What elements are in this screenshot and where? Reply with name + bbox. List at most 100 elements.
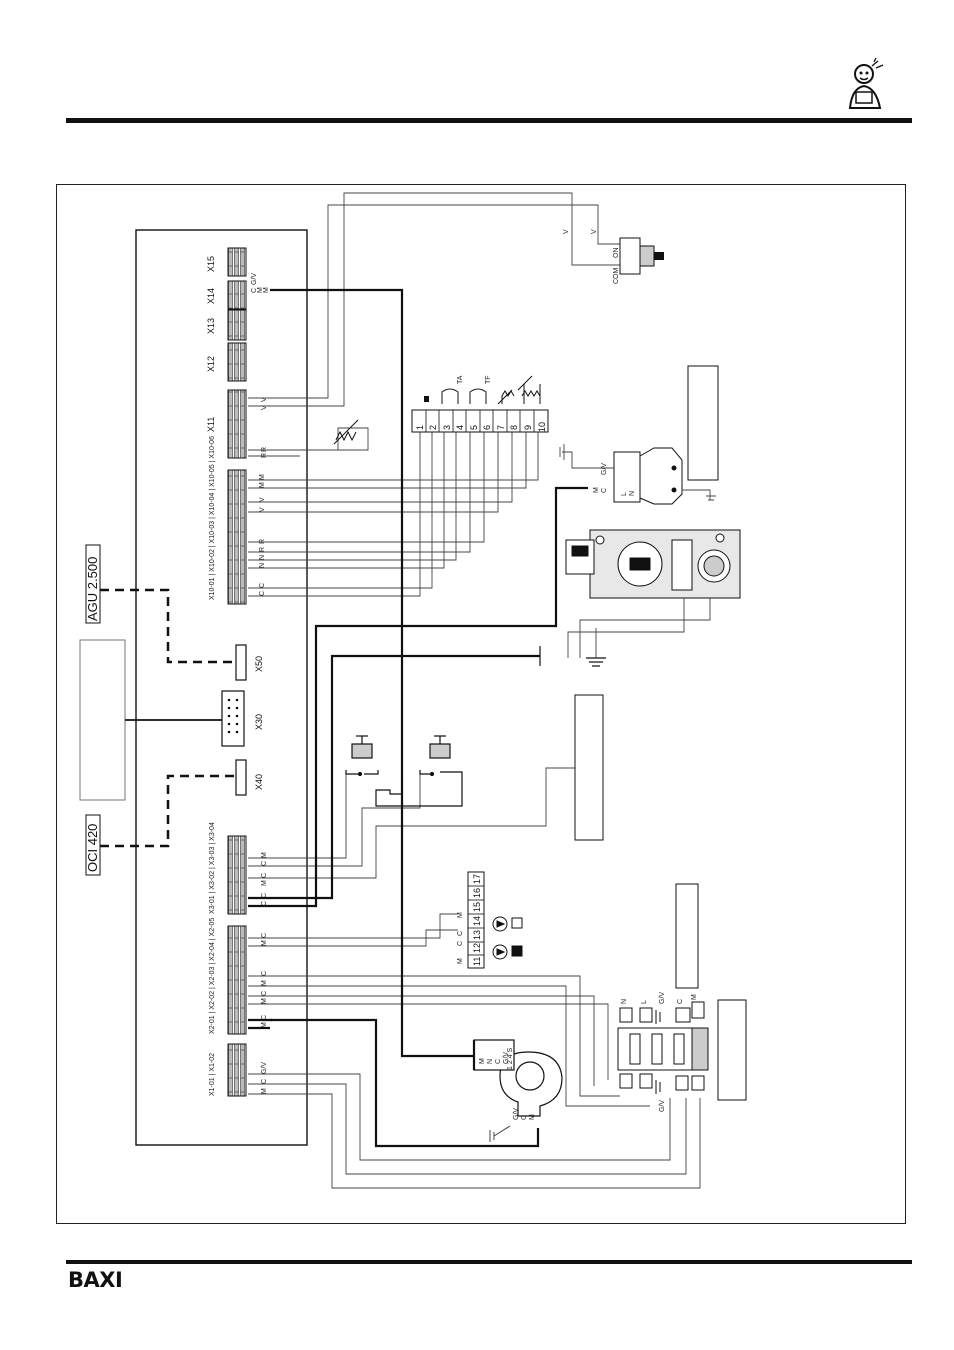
agu-module-box xyxy=(79,639,126,801)
fan-label-gv: G/V xyxy=(503,1052,510,1064)
x12-connector xyxy=(227,342,247,382)
signal-wires xyxy=(248,192,711,1189)
control-board xyxy=(135,229,308,1146)
tf-label: TF xyxy=(485,375,492,384)
fan-bottom-gv: G/V xyxy=(513,1108,520,1120)
x13-connector xyxy=(227,309,247,341)
pressure-switch-v2: V xyxy=(591,229,598,234)
terminal-a-link-icon xyxy=(424,396,429,402)
x1-pin: C xyxy=(261,1079,268,1084)
terminal-b-15: 15 xyxy=(472,902,482,912)
frost-thermostat-icon xyxy=(469,388,487,404)
x3-label: X3-01 | X3-02 | X3-03 | X3-04 xyxy=(209,822,216,914)
terminal-b-17: 17 xyxy=(472,874,482,884)
external-box-middle xyxy=(574,694,604,841)
baxi-logo: BAXI xyxy=(68,1268,123,1292)
flue-thermostat-icon xyxy=(375,735,463,807)
x11-pin-v2: V xyxy=(261,405,268,410)
fan-bottom-m: M xyxy=(529,1114,536,1120)
mechanic-mascot-icon xyxy=(848,58,884,109)
fan-label-m: M xyxy=(479,1058,486,1064)
x2-pin: M xyxy=(261,998,268,1004)
ignition-m: M xyxy=(593,487,600,493)
fan-label-c: C xyxy=(495,1059,502,1064)
x10-connector xyxy=(227,469,247,605)
ignition-unit-icon xyxy=(613,447,683,505)
agu-dashed-link xyxy=(100,588,235,664)
x15-connector xyxy=(227,247,247,277)
fan-bottom-c: C xyxy=(521,1115,528,1120)
x1-pin-labels: M C G/V xyxy=(261,1062,268,1094)
x3-pin: M xyxy=(261,880,268,886)
pressure-switch-com: COM xyxy=(613,268,620,285)
gas-valve-icon xyxy=(565,529,741,599)
x50-label: X50 xyxy=(254,656,264,672)
x2-pin-labels: M C M C M C M C xyxy=(261,933,268,1028)
overheat-thermostat-icon xyxy=(345,735,379,777)
fan-label-n: N xyxy=(487,1059,494,1064)
x10-pin: V xyxy=(259,497,266,502)
terminal-a-1: 1 xyxy=(415,425,425,430)
ignition-n: N xyxy=(629,491,636,496)
x14-pin-c: C xyxy=(251,288,258,293)
diagram-frame xyxy=(56,184,906,1224)
x10-pin-labels: C C N N R R V V M M xyxy=(259,474,266,596)
x10-pin: V xyxy=(259,507,266,512)
terminal-a-4: 4 xyxy=(455,425,465,430)
x10-pin: N xyxy=(259,555,266,560)
terminal-b-11: 11 xyxy=(472,957,482,966)
ignition-ground xyxy=(559,444,716,501)
x14-pin-gv: G/V xyxy=(251,273,258,285)
fan-pins: 1 2 4 S xyxy=(507,1047,514,1070)
fan-icon xyxy=(473,1039,563,1117)
x40-connector xyxy=(235,759,247,796)
x10-pin: R xyxy=(259,539,266,544)
x2-pin: C xyxy=(261,991,268,996)
ta-label: TA xyxy=(457,375,464,384)
footer-rule xyxy=(66,1260,912,1264)
terminal-a-7: 7 xyxy=(496,425,506,430)
mains-terminal-icon xyxy=(617,1001,709,1091)
x2-pin: C xyxy=(261,971,268,976)
terminal-b-letter-c: C xyxy=(457,941,464,946)
x2-pin: C xyxy=(261,1015,268,1020)
x10-pin: M xyxy=(259,482,266,488)
external-box-bottom-1 xyxy=(675,883,699,989)
x14-label: X14 xyxy=(206,288,216,304)
x15-label: X15 xyxy=(206,256,216,272)
terminal-a-9: 9 xyxy=(523,425,533,430)
x30-connector xyxy=(221,690,245,747)
x3-pin: M xyxy=(261,852,268,858)
pump-icon xyxy=(492,916,523,960)
x11-pin-r2: R xyxy=(261,453,268,458)
x10-pin: M xyxy=(259,474,266,480)
terminal-a-10: 10 xyxy=(537,422,547,432)
x12-label: X12 xyxy=(206,356,216,372)
x2-pin: C xyxy=(261,933,268,938)
x10-label: X10-01 | X10-02 | X10-03 | X10-04 | X10-… xyxy=(209,436,216,600)
fan-ground xyxy=(489,1125,511,1142)
terminal-a-6: 6 xyxy=(482,425,492,430)
x1-label: X1-01 | X1-02 xyxy=(209,1053,216,1096)
x10-pin: R xyxy=(259,547,266,552)
x14-connector xyxy=(227,280,247,310)
x14-pin-m2: M xyxy=(263,287,270,293)
terminal-a-2: 2 xyxy=(428,425,438,430)
external-box-top xyxy=(687,365,719,481)
x1-pin: G/V xyxy=(261,1062,268,1074)
terminal-b-14: 14 xyxy=(472,916,482,926)
x10-pin: C xyxy=(259,583,266,588)
agu-label-box xyxy=(85,544,101,624)
mains-m: M xyxy=(691,994,698,1000)
mains-n: N xyxy=(621,999,628,1004)
x3-pin: C xyxy=(261,873,268,878)
x3-pin: C xyxy=(261,901,268,906)
x2-pin: M xyxy=(261,980,268,986)
header-rule xyxy=(66,118,912,123)
terminal-b-letter-m2: M xyxy=(457,912,464,918)
mains-ground-symbols xyxy=(655,1010,661,1094)
x3-pin: C xyxy=(261,893,268,898)
x2-connector xyxy=(227,925,247,1035)
x13-label: X13 xyxy=(206,318,216,334)
